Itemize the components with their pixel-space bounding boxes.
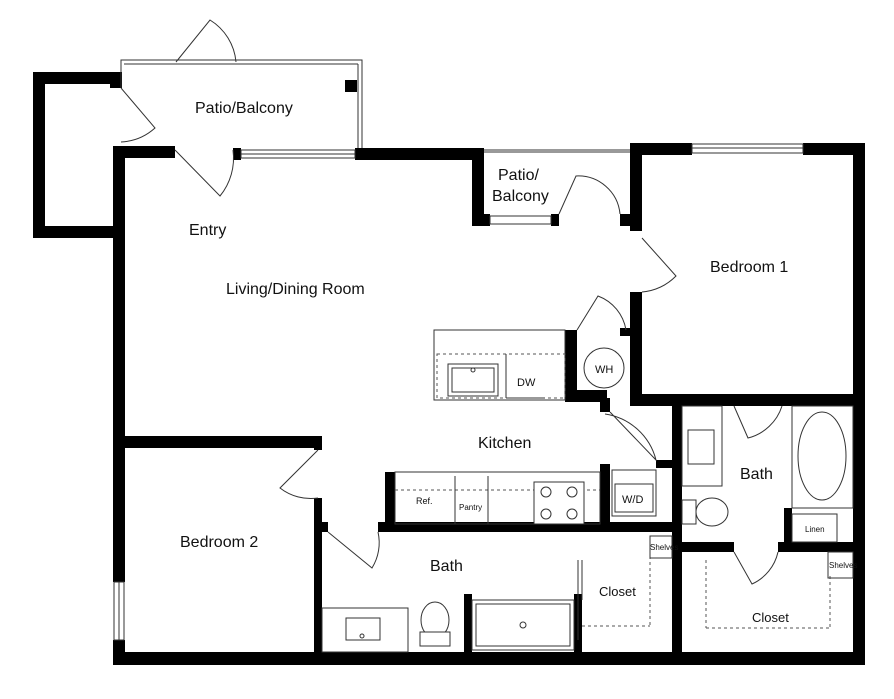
refrigerator-label: Ref.	[416, 496, 433, 506]
label-patio-balcony-small-line1: Patio/	[498, 167, 539, 184]
water-heater	[583, 347, 625, 389]
shelves-right-label: Shelves	[829, 561, 857, 570]
label-living-dining: Living/Dining Room	[226, 281, 365, 298]
label-bath-right: Bath	[740, 466, 773, 483]
right-closet	[705, 551, 854, 629]
walls	[33, 72, 865, 665]
dishwasher-label: DW	[517, 377, 536, 389]
label-patio-balcony-main: Patio/Balcony	[195, 100, 293, 117]
linen-label: Linen	[805, 525, 825, 534]
windows	[113, 143, 804, 641]
label-kitchen: Kitchen	[478, 435, 531, 452]
label-bath-center: Bath	[430, 558, 463, 575]
kitchen-counter	[394, 471, 601, 525]
label-entry: Entry	[189, 222, 226, 239]
label-patio-balcony-small-line2: Balcony	[492, 188, 549, 205]
kitchen-island	[433, 329, 566, 401]
label-bedroom-1: Bedroom 1	[710, 259, 788, 276]
shelves-center-label: Shelves	[650, 543, 678, 552]
right-bath-fixtures	[681, 405, 854, 543]
label-closet-right: Closet	[752, 610, 789, 625]
washer-dryer-label: W/D	[622, 494, 643, 506]
small-patio	[484, 149, 630, 215]
pantry-label: Pantry	[459, 503, 482, 512]
washer-dryer	[611, 469, 657, 517]
doors	[279, 237, 783, 640]
label-closet-center: Closet	[599, 584, 636, 599]
center-closet	[582, 535, 673, 627]
center-bath-fixtures	[321, 599, 575, 653]
label-bedroom-2: Bedroom 2	[180, 534, 258, 551]
water-heater-label: WH	[595, 364, 613, 376]
main-patio	[120, 19, 363, 197]
